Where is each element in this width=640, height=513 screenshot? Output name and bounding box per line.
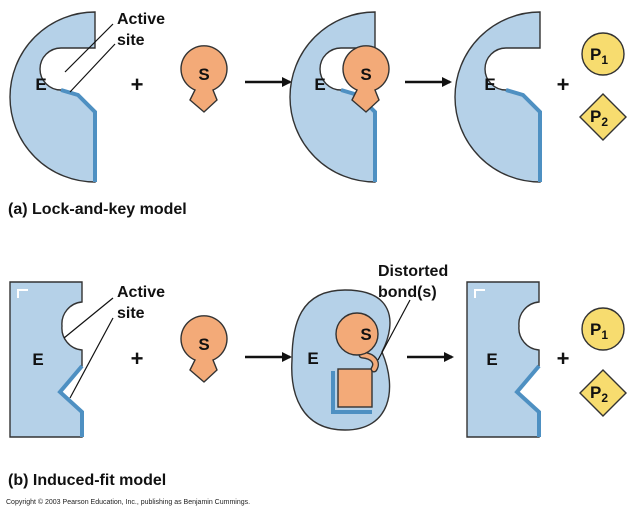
enzyme-b2-label: E bbox=[486, 350, 497, 369]
product-b-p1: P1 bbox=[581, 307, 625, 351]
enzyme-b1-body bbox=[9, 281, 83, 438]
active-site-a-pointer1 bbox=[64, 23, 114, 73]
copyright-notice: Copyright © 2003 Pearson Education, Inc.… bbox=[6, 498, 250, 506]
enzyme-a1: E bbox=[9, 11, 97, 183]
complex-a-enzyme-body bbox=[289, 11, 376, 183]
enzyme-a2: E bbox=[454, 11, 542, 183]
enzyme-b2-highlight bbox=[474, 289, 485, 298]
complex-b-substrate-lower bbox=[337, 368, 373, 408]
product-a-p1-circle bbox=[581, 32, 625, 76]
active-site-a-pointer2 bbox=[69, 43, 116, 93]
substrate-b: S bbox=[180, 315, 228, 383]
enzyme-a2-edge bbox=[505, 88, 542, 182]
substrate-a: S bbox=[180, 45, 228, 113]
substrate-b-label: S bbox=[198, 335, 209, 354]
enzyme-a2-label: E bbox=[484, 75, 495, 94]
active-site-a-line2: site bbox=[117, 32, 145, 49]
product-a-p1: P1 bbox=[581, 32, 625, 76]
product-b-p1-label: P1 bbox=[590, 320, 608, 342]
plus-a2: + bbox=[557, 72, 570, 97]
product-b-p2-diamond bbox=[579, 369, 627, 417]
product-a-p2-diamond bbox=[579, 93, 627, 141]
product-b-p1-circle bbox=[581, 307, 625, 351]
enzyme-b1-edge bbox=[57, 364, 84, 437]
enzyme-b2: E bbox=[466, 281, 541, 438]
caption-b: (b) Induced-fit model bbox=[8, 472, 166, 489]
complex-a-substrate-label: S bbox=[360, 65, 371, 84]
product-a-p1-label: P1 bbox=[590, 45, 608, 67]
panel-induced-fit: E Active site + S E S Dist bbox=[8, 263, 627, 489]
plus-b2: + bbox=[557, 346, 570, 371]
complex-b: E S bbox=[291, 289, 391, 431]
complex-a-enzyme-label: E bbox=[314, 75, 325, 94]
complex-b-enzyme-edge bbox=[331, 371, 372, 414]
distorted-bond-label: Distorted bond(s) bbox=[377, 263, 448, 361]
product-b-p2: P2 bbox=[579, 369, 627, 417]
active-site-b-line1: Active bbox=[117, 284, 165, 301]
enzyme-b1-highlight bbox=[17, 289, 28, 298]
plus-a1: + bbox=[131, 72, 144, 97]
distorted-line1: Distorted bbox=[378, 263, 448, 280]
complex-a-substrate-body bbox=[342, 45, 390, 113]
complex-b-substrate-head bbox=[335, 312, 379, 356]
panel-lock-and-key: E Active site + S E S E bbox=[8, 11, 627, 218]
complex-a: E S bbox=[289, 11, 390, 183]
plus-b1: + bbox=[131, 346, 144, 371]
product-b-p2-label: P2 bbox=[590, 383, 608, 405]
active-site-a-line1: Active bbox=[117, 11, 165, 28]
enzyme-b1-label: E bbox=[32, 350, 43, 369]
product-a-p2-label: P2 bbox=[590, 107, 608, 129]
active-site-b-line2: site bbox=[117, 305, 145, 322]
complex-b-enzyme-label: E bbox=[307, 349, 318, 368]
complex-b-distorted-bond-fill bbox=[359, 352, 378, 372]
distorted-pointer bbox=[377, 299, 411, 361]
caption-a: (a) Lock-and-key model bbox=[8, 201, 187, 218]
substrate-b-body bbox=[180, 315, 228, 383]
active-site-label-b: Active site bbox=[63, 284, 165, 399]
enzyme-b2-edge bbox=[514, 364, 541, 437]
enzyme-b2-body bbox=[466, 281, 540, 438]
enzyme-a1-edge bbox=[60, 88, 97, 182]
enzyme-a1-body bbox=[9, 11, 96, 183]
active-site-label-a: Active site bbox=[64, 11, 165, 93]
enzyme-a2-body bbox=[454, 11, 541, 183]
substrate-a-body bbox=[180, 45, 228, 113]
complex-b-substrate-label: S bbox=[360, 325, 371, 344]
substrate-a-label: S bbox=[198, 65, 209, 84]
active-site-b-pointer1 bbox=[63, 297, 114, 339]
distorted-line2: bond(s) bbox=[378, 284, 437, 301]
enzyme-b1: E bbox=[9, 281, 84, 438]
enzyme-a1-label: E bbox=[35, 75, 46, 94]
product-a-p2: P2 bbox=[579, 93, 627, 141]
active-site-b-pointer2 bbox=[69, 317, 114, 399]
